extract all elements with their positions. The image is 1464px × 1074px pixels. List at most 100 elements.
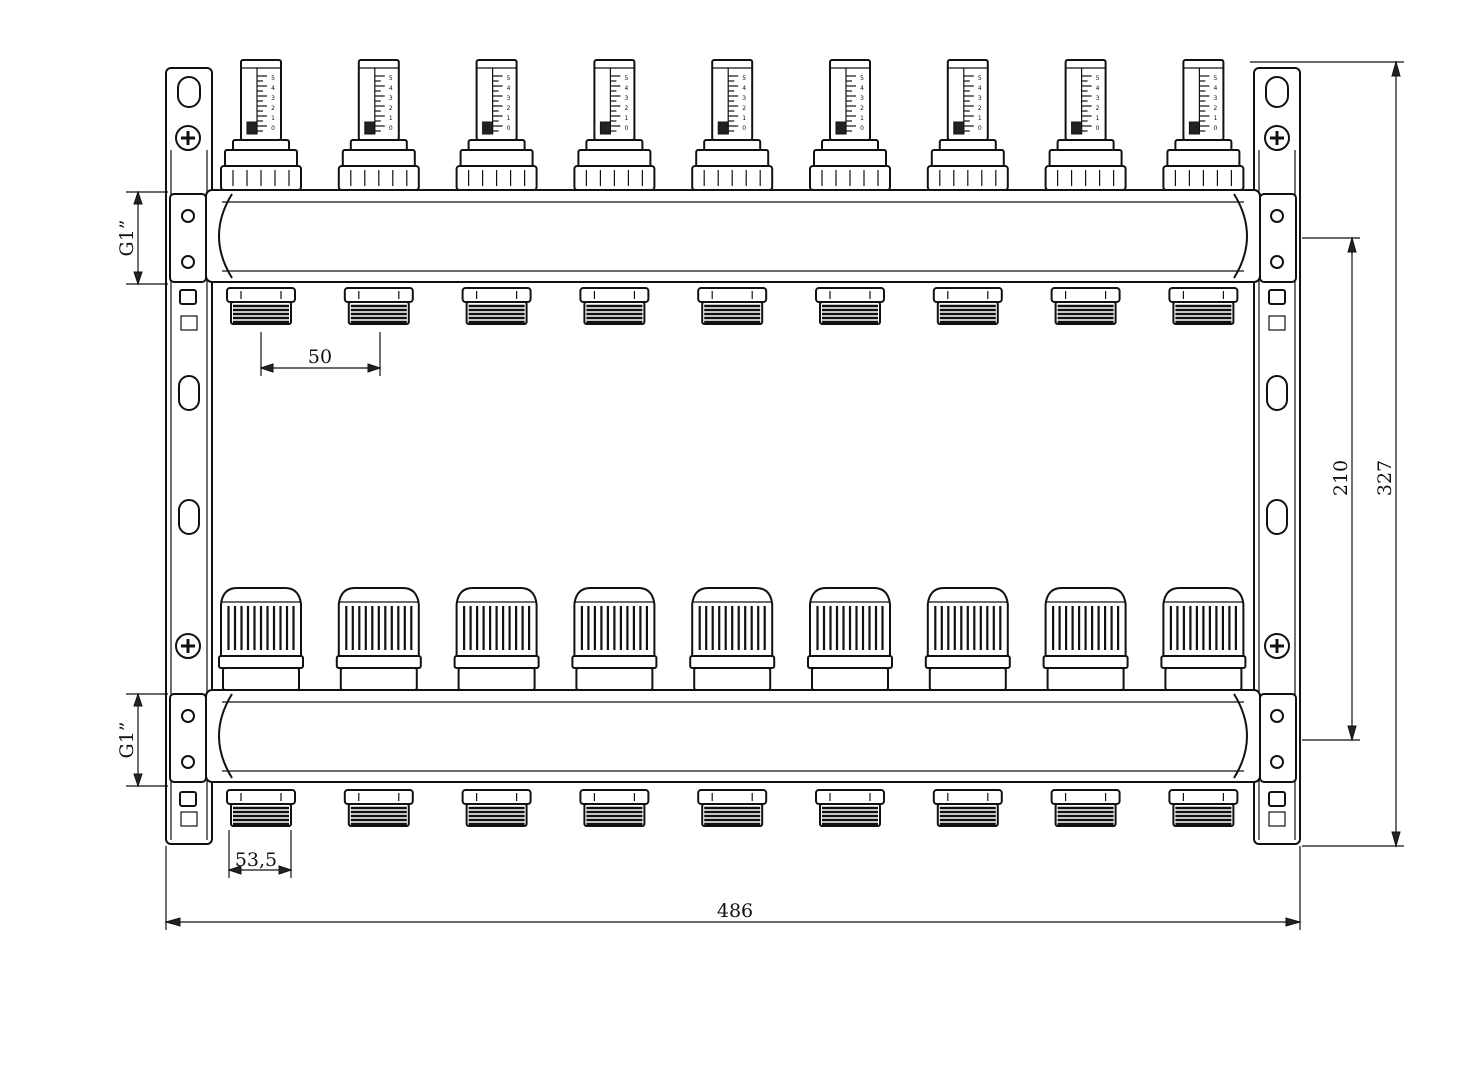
flowmeter-scale-label: 3: [1096, 95, 1100, 102]
bottom-outlet-1: [226, 789, 296, 827]
flowmeter-scale-label: 4: [507, 85, 511, 92]
flowmeter-row: 5 4 3 2 1 0 5 4 3 2 1 0 5 4 3 2 1 0 5 4 3 2 1 0 5 4 3 2 1 0 5 4 3 2 1 0 5 4 3 2…: [220, 59, 1245, 191]
bottom-outlet-2: [343, 789, 414, 827]
flowmeter-scale-label: 2: [1213, 105, 1217, 112]
flowmeter-scale-label: 4: [389, 85, 393, 92]
flowmeter-scale-label: 5: [1213, 75, 1217, 82]
flowmeter-scale-label: 1: [271, 115, 275, 122]
flowmeter-scale-label: 5: [507, 75, 511, 82]
flowmeter-scale-label: 3: [1213, 95, 1217, 102]
dimension-spacing: 50: [259, 332, 382, 376]
top-outlet-4: [579, 287, 650, 325]
bottom-outlet-row: [226, 789, 1239, 827]
bottom-outlet-4: [579, 789, 650, 827]
flowmeter-scale-label: 3: [507, 95, 511, 102]
flowmeter-scale-label: 5: [389, 75, 393, 82]
flowmeter-scale-label: 2: [860, 105, 864, 112]
flowmeter-scale-label: 4: [1096, 85, 1100, 92]
flowmeter-scale-label: 5: [742, 75, 746, 82]
flowmeter-scale-label: 3: [389, 95, 393, 102]
flowmeter-scale-label: 0: [624, 125, 628, 132]
flowmeter-scale-label: 4: [624, 85, 628, 92]
screw-bottom-right: [1264, 633, 1290, 659]
valve-knob-9: [1160, 587, 1247, 691]
bottom-outlet-6: [815, 789, 885, 827]
flowmeter-scale-label: 1: [1096, 115, 1100, 122]
dimension-end-spacing-label: 53,5: [235, 849, 277, 871]
flowmeter-scale-label: 3: [624, 95, 628, 102]
top-manifold-bar: [169, 189, 1297, 283]
flowmeter-scale-label: 3: [271, 95, 275, 102]
valve-knob-2: [335, 587, 422, 691]
flowmeter-scale-label: 1: [742, 115, 746, 122]
flowmeter-scale-label: 1: [624, 115, 628, 122]
dimension-thread-bottom: G1”: [116, 692, 168, 788]
flowmeter-scale-label: 2: [1096, 105, 1100, 112]
flowmeter-scale-label: 1: [507, 115, 511, 122]
flowmeter-scale-label: 2: [978, 105, 982, 112]
flowmeter-scale-label: 0: [742, 125, 746, 132]
flowmeter-scale-label: 4: [742, 85, 746, 92]
bottom-outlet-9: [1168, 789, 1239, 827]
top-outlet-9: [1168, 287, 1239, 325]
valve-knob-5: [689, 587, 776, 691]
screw-bottom-left: [175, 633, 201, 659]
dimension-thread-bottom-label: G1”: [116, 722, 138, 759]
flowmeter-scale-label: 5: [860, 75, 864, 82]
flowmeter-scale-label: 0: [1096, 125, 1100, 132]
flowmeter-scale-label: 3: [978, 95, 982, 102]
valve-knob-6: [807, 587, 893, 691]
top-outlet-8: [1050, 287, 1121, 325]
valve-knob-4: [571, 587, 658, 691]
flowmeter-scale-label: 2: [389, 105, 393, 112]
valve-knob-7: [924, 587, 1011, 691]
flowmeter-scale-label: 2: [624, 105, 628, 112]
flowmeter-scale-label: 3: [860, 95, 864, 102]
flowmeter-scale-label: 0: [978, 125, 982, 132]
flowmeter-4: 5 4 3 2 1 0: [573, 59, 656, 191]
dimension-total-width-label: 486: [717, 900, 753, 922]
bottom-outlet-8: [1050, 789, 1121, 827]
flowmeter-scale-label: 1: [978, 115, 982, 122]
flowmeter-scale-label: 0: [271, 125, 275, 132]
dimension-total-width: 486: [164, 846, 1302, 930]
flowmeter-scale-label: 0: [1213, 125, 1217, 132]
bottom-outlet-7: [932, 789, 1003, 827]
dimension-bar-distance: 210: [1302, 236, 1360, 742]
top-outlet-2: [343, 287, 414, 325]
top-outlet-5: [697, 287, 768, 325]
flowmeter-scale-label: 0: [507, 125, 511, 132]
flowmeter-scale-label: 2: [271, 105, 275, 112]
flowmeter-scale-label: 4: [860, 85, 864, 92]
dimension-total-height-label: 327: [1374, 460, 1396, 496]
valve-knob-8: [1042, 587, 1129, 691]
flowmeter-2: 5 4 3 2 1 0: [337, 59, 420, 191]
screw-top-left: [175, 125, 201, 151]
top-outlet-3: [461, 287, 532, 325]
flowmeter-scale-label: 4: [978, 85, 982, 92]
dimension-spacing-label: 50: [308, 346, 332, 368]
valve-knob-1: [218, 587, 304, 691]
flowmeter-scale-label: 1: [1213, 115, 1217, 122]
flowmeter-scale-label: 1: [389, 115, 393, 122]
valve-knob-3: [453, 587, 540, 691]
flowmeter-scale-label: 5: [624, 75, 628, 82]
flowmeter-scale-label: 0: [389, 125, 393, 132]
flowmeter-scale-label: 5: [978, 75, 982, 82]
dimension-bar-distance-label: 210: [1330, 460, 1352, 496]
dimension-end-spacing: 53,5: [227, 830, 293, 878]
top-outlet-row: [226, 287, 1239, 325]
flowmeter-scale-label: 3: [742, 95, 746, 102]
dimension-thread-top: G1”: [116, 190, 168, 286]
top-outlet-6: [815, 287, 885, 325]
bottom-outlet-3: [461, 789, 532, 827]
valve-knob-row: [218, 587, 1247, 691]
flowmeter-scale-label: 1: [860, 115, 864, 122]
dimension-thread-top-label: G1”: [116, 220, 138, 257]
